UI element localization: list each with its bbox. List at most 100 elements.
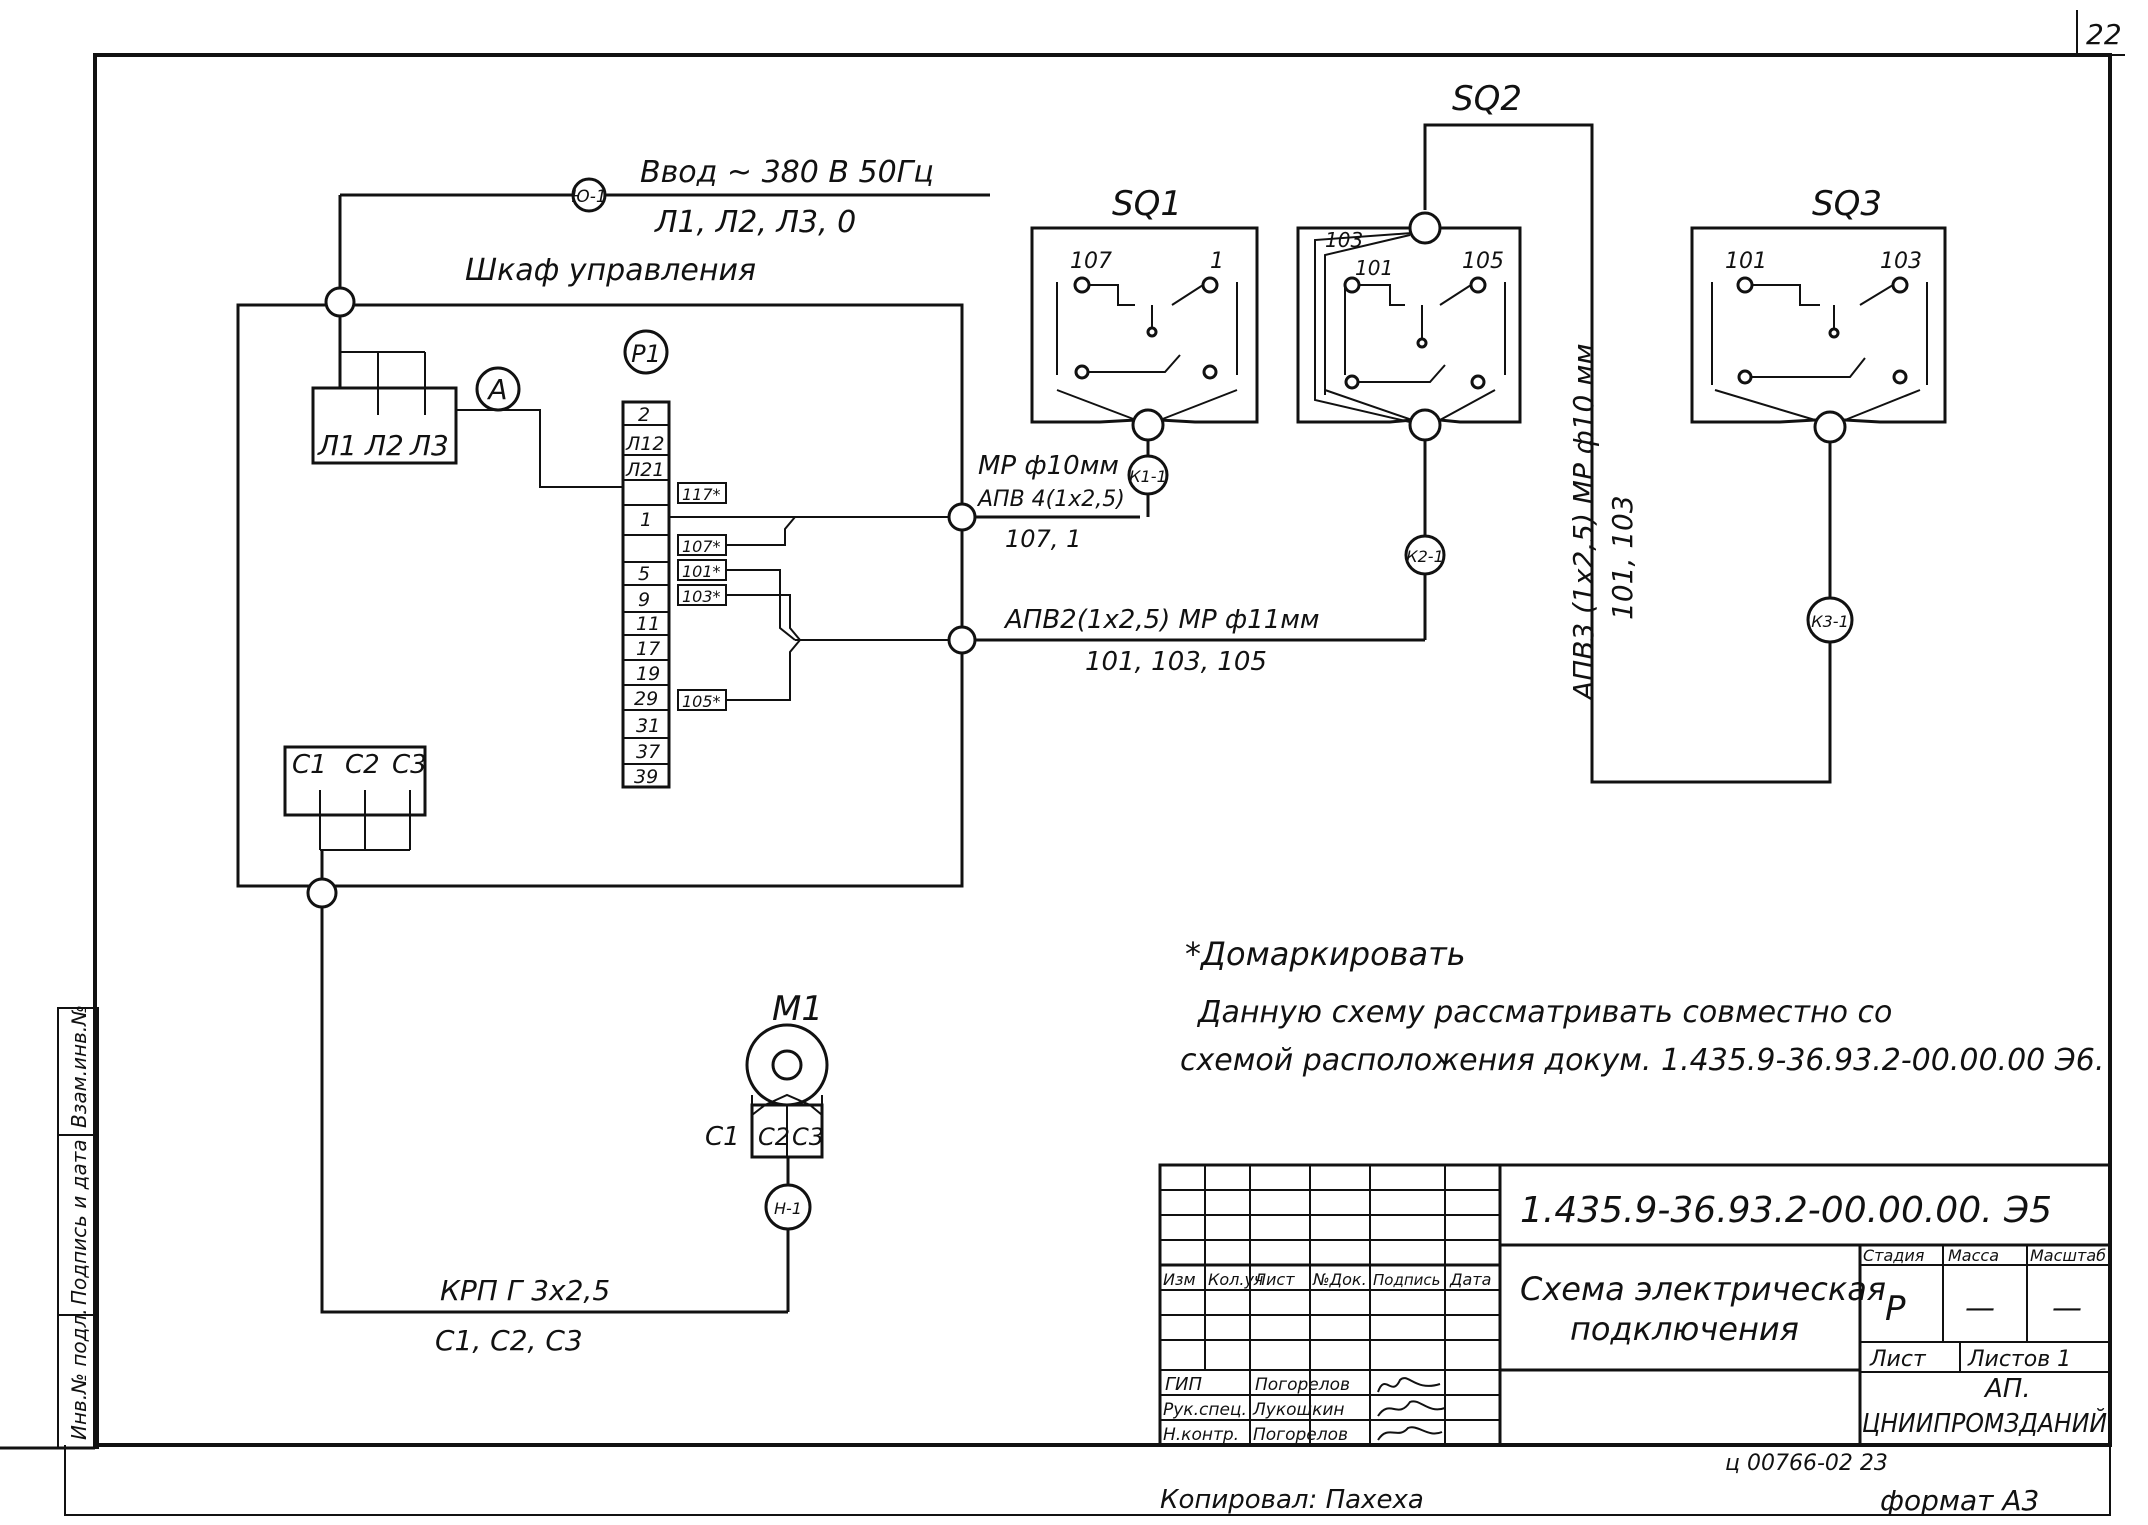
cabinet-title: Шкаф управления bbox=[465, 253, 756, 288]
cable-3: АПВ3 (1х2,5) МР ф10 мм 101, 103 bbox=[1567, 344, 1639, 702]
cable2-tag: К2-1 bbox=[1406, 547, 1444, 566]
ammeter-terminal-l2: Л2 bbox=[364, 429, 404, 462]
supply-input: Ю-1 Ввод ~ 380 В 50Гц Л1, Л2, Л3, 0 bbox=[338, 155, 990, 300]
terminal-block-tag: Р1 bbox=[631, 340, 661, 368]
person-name-3: Погорелов bbox=[1253, 1425, 1348, 1445]
document-title-2: подключения bbox=[1570, 1310, 1799, 1348]
stamp-original-inv: Инв.№ подл. bbox=[67, 1308, 91, 1440]
cable-2: АПВ2(1х2,5) МР ф11мм 101, 103, 105 К2-1 bbox=[975, 440, 1446, 677]
limit-switch-sq1: SQ1 107 1 bbox=[1030, 184, 1259, 442]
motor-cable-wires: С1, С2, С3 bbox=[435, 1324, 583, 1357]
terminal-cell-19: 19 bbox=[636, 663, 660, 685]
motor-term-c3: С3 bbox=[792, 1123, 824, 1151]
terminal-cell-11: 11 bbox=[636, 613, 660, 635]
person-role-2: Рук.спец. bbox=[1163, 1400, 1247, 1420]
cable1-cable: АПВ 4(1х2,5) bbox=[976, 487, 1125, 512]
motor-cable-tag: Н-1 bbox=[774, 1199, 802, 1218]
signature-2 bbox=[1377, 1400, 1446, 1417]
sq2-contact-right: 105 bbox=[1462, 249, 1504, 274]
sheets-label: Листов 1 bbox=[1967, 1347, 2071, 1372]
footer-copied: Копировал: Пахеха bbox=[1160, 1485, 1424, 1515]
cable1-type: МР ф10мм bbox=[978, 451, 1119, 481]
limit-switch-sq2: SQ2 103 101 105 bbox=[1296, 79, 1832, 784]
col-header-date: Дата bbox=[1449, 1270, 1491, 1289]
sq1-title: SQ1 bbox=[1112, 184, 1182, 224]
terminal-mark-105: 105* bbox=[682, 692, 721, 711]
terminal-cell-17: 17 bbox=[636, 638, 660, 660]
motor-term-c1: С1 bbox=[705, 1122, 740, 1152]
sheet-frame: 22 bbox=[0, 10, 2125, 1516]
col-header-qty: Кол.уч bbox=[1208, 1270, 1263, 1289]
stamp-replaced-inv: Взам.инв.№ bbox=[67, 1005, 91, 1128]
terminal-cells bbox=[623, 424, 669, 765]
mass-header: Масса bbox=[1948, 1246, 1999, 1265]
footer: Копировал: Пахеха ц 00766-02 23 формат А… bbox=[1160, 1451, 2039, 1517]
person-role-3: Н.контр. bbox=[1163, 1425, 1239, 1445]
terminal-wiring bbox=[669, 516, 950, 701]
motor-terminal-c3: С3 bbox=[392, 750, 427, 780]
cable3-tag: К3-1 bbox=[1811, 612, 1849, 631]
supply-label: Ввод ~ 380 В 50Гц bbox=[640, 155, 934, 190]
note-mark: *Домаркировать bbox=[1185, 935, 1466, 973]
supply-wires: Л1, Л2, Л3, 0 bbox=[654, 205, 856, 240]
sq2-contact-left: 101 bbox=[1355, 256, 1393, 280]
terminal-cell-9: 9 bbox=[638, 589, 650, 611]
cable3-cable: АПВ3 (1х2,5) МР ф10 мм bbox=[1567, 344, 1600, 702]
signature-3 bbox=[1377, 1426, 1443, 1441]
terminal-cell-2: 2 bbox=[638, 404, 650, 426]
ammeter-tag: А bbox=[486, 373, 507, 406]
ammeter-terminal-l3: Л3 bbox=[409, 429, 449, 462]
person-role-1: ГИП bbox=[1165, 1374, 1202, 1395]
motor-terminal-c1: С1 bbox=[292, 750, 327, 780]
scale-header: Масштаб bbox=[2030, 1246, 2106, 1265]
sq1-contact-right: 1 bbox=[1210, 249, 1224, 274]
terminal-cell-31: 31 bbox=[636, 715, 660, 737]
document-code: 1.435.9-36.93.2-00.00.00. Э5 bbox=[1520, 1190, 2052, 1231]
terminal-cell-39: 39 bbox=[634, 766, 658, 788]
footer-format: формат А3 bbox=[1880, 1484, 2039, 1517]
motor-terminal-c2: С2 bbox=[345, 750, 380, 780]
stage-header: Стадия bbox=[1863, 1246, 1925, 1265]
col-header-change: Изм bbox=[1163, 1270, 1196, 1289]
terminal-cell-l12: Л12 bbox=[625, 433, 664, 455]
sheet-number: 22 bbox=[2086, 18, 2122, 51]
sq3-contact-left: 101 bbox=[1725, 249, 1767, 274]
stage-value: Р bbox=[1885, 1289, 1906, 1329]
sq1-contact-left: 107 bbox=[1070, 249, 1112, 274]
person-name-2: Лукошкин bbox=[1252, 1400, 1345, 1420]
sq2-contact-top: 103 bbox=[1325, 228, 1363, 252]
cable1-wires: 107, 1 bbox=[1005, 525, 1081, 553]
col-header-signature: Подпись bbox=[1373, 1271, 1440, 1289]
control-cabinet: Шкаф управления bbox=[236, 253, 977, 909]
motor-terminal-block: С1 С2 С3 bbox=[283, 745, 788, 1314]
motor-cable-type: КРП Г 3х2,5 bbox=[440, 1274, 610, 1307]
terminal-mark-117: 117* bbox=[682, 485, 721, 504]
cable3-wires: 101, 103 bbox=[1606, 495, 1639, 620]
terminal-cell-l21: Л21 bbox=[625, 459, 664, 481]
limit-switch-sq3: SQ3 101 103 К3-1 bbox=[1690, 184, 1947, 644]
sq2-title: SQ2 bbox=[1452, 79, 1522, 119]
sq3-title: SQ3 bbox=[1812, 184, 1882, 224]
cable2-cable: АПВ2(1х2,5) МР ф11мм bbox=[1003, 605, 1319, 635]
supply-tag: Ю-1 bbox=[571, 187, 606, 207]
title-block: Изм Кол.уч Лист №Док. Подпись Дата ГИП П… bbox=[1158, 1163, 2112, 1447]
terminal-mark-103: 103* bbox=[682, 587, 721, 606]
terminal-mark-101: 101* bbox=[682, 562, 721, 581]
terminal-cell-5: 5 bbox=[638, 563, 650, 585]
scale-value: — bbox=[2052, 1291, 2082, 1326]
notes: *Домаркировать Данную схему рассматриват… bbox=[1180, 935, 2104, 1078]
ammeter-block: Л1 Л2 Л3 А bbox=[311, 316, 623, 488]
stamp-signature-date: Подпись и дата bbox=[67, 1139, 91, 1305]
sheet-label: Лист bbox=[1869, 1347, 1927, 1372]
terminal-block: Р1 2 Л12 Л21 1 5 9 11 17 19 29 31 37 bbox=[621, 329, 950, 789]
org-name: ЦНИИПРОМЗДАНИЙ bbox=[1862, 1407, 2107, 1439]
mass-value: — bbox=[1965, 1291, 1995, 1326]
cable1-tag: К1-1 bbox=[1129, 467, 1167, 486]
terminal-cell-29: 29 bbox=[634, 688, 658, 710]
signature-1 bbox=[1377, 1377, 1441, 1393]
footer-order: ц 00766-02 23 bbox=[1725, 1451, 1888, 1476]
cable-1: МР ф10мм АПВ 4(1х2,5) 107, 1 К1-1 bbox=[975, 440, 1169, 553]
motor-term-c2: С2 bbox=[758, 1123, 790, 1151]
col-header-doc: №Док. bbox=[1312, 1270, 1367, 1289]
